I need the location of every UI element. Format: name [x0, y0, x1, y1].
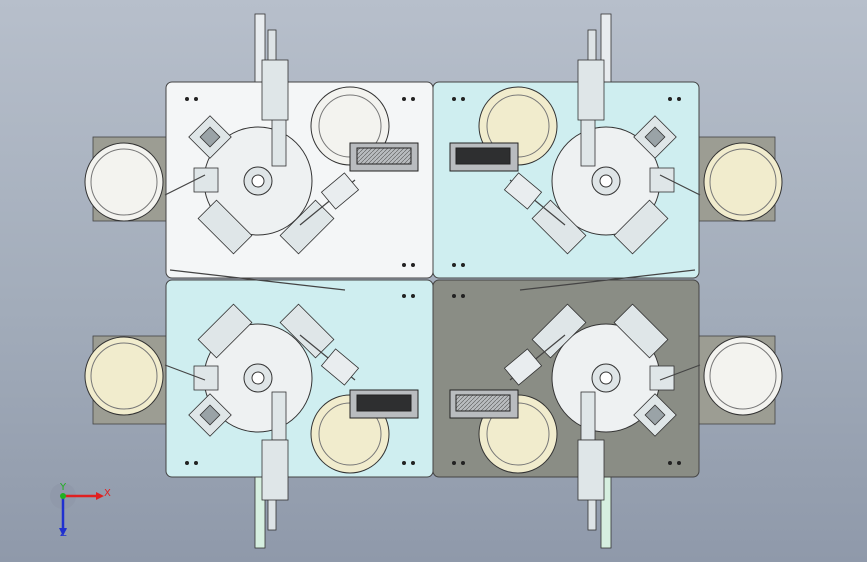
axis-y-label: Y: [60, 482, 67, 493]
feeder-bowls: [84, 142, 783, 416]
mounting-holes: [185, 97, 681, 465]
output-trays: [349, 142, 519, 419]
bowl-left-bottom: [84, 336, 164, 416]
bowl-right-top: [703, 142, 783, 222]
grippers: [320, 172, 543, 386]
axis-triad: X Y Z: [48, 482, 111, 540]
bowl-left-top: [84, 142, 164, 222]
bowl-right-bottom: [703, 336, 783, 416]
axis-z-label: Z: [60, 528, 67, 539]
axis-x-label: X: [104, 488, 111, 499]
station-modules: [188, 59, 677, 501]
axis-triad-icon: [50, 484, 104, 536]
